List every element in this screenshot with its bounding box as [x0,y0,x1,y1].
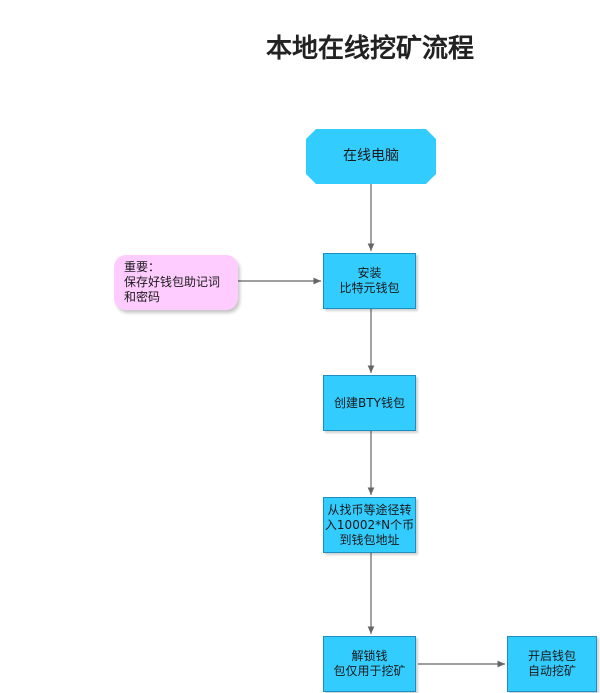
node-transfer-coins: 从找币等途径转 入10002*N个币 到钱包地址 [323,497,416,553]
note-important: 重要： 保存好钱包助记词 和密码 [114,255,238,310]
node-unlock-wallet: 解锁钱 包仅用于挖矿 [323,636,416,692]
node-auto-mining: 开启钱包 自动挖矿 [507,636,597,692]
node-start-online-pc: 在线电脑 [306,129,436,184]
node-create-bty-wallet: 创建BTY钱包 [323,375,416,431]
page-title: 本地在线挖矿流程 [265,34,474,64]
node-install-wallet: 安装 比特元钱包 [323,253,416,309]
